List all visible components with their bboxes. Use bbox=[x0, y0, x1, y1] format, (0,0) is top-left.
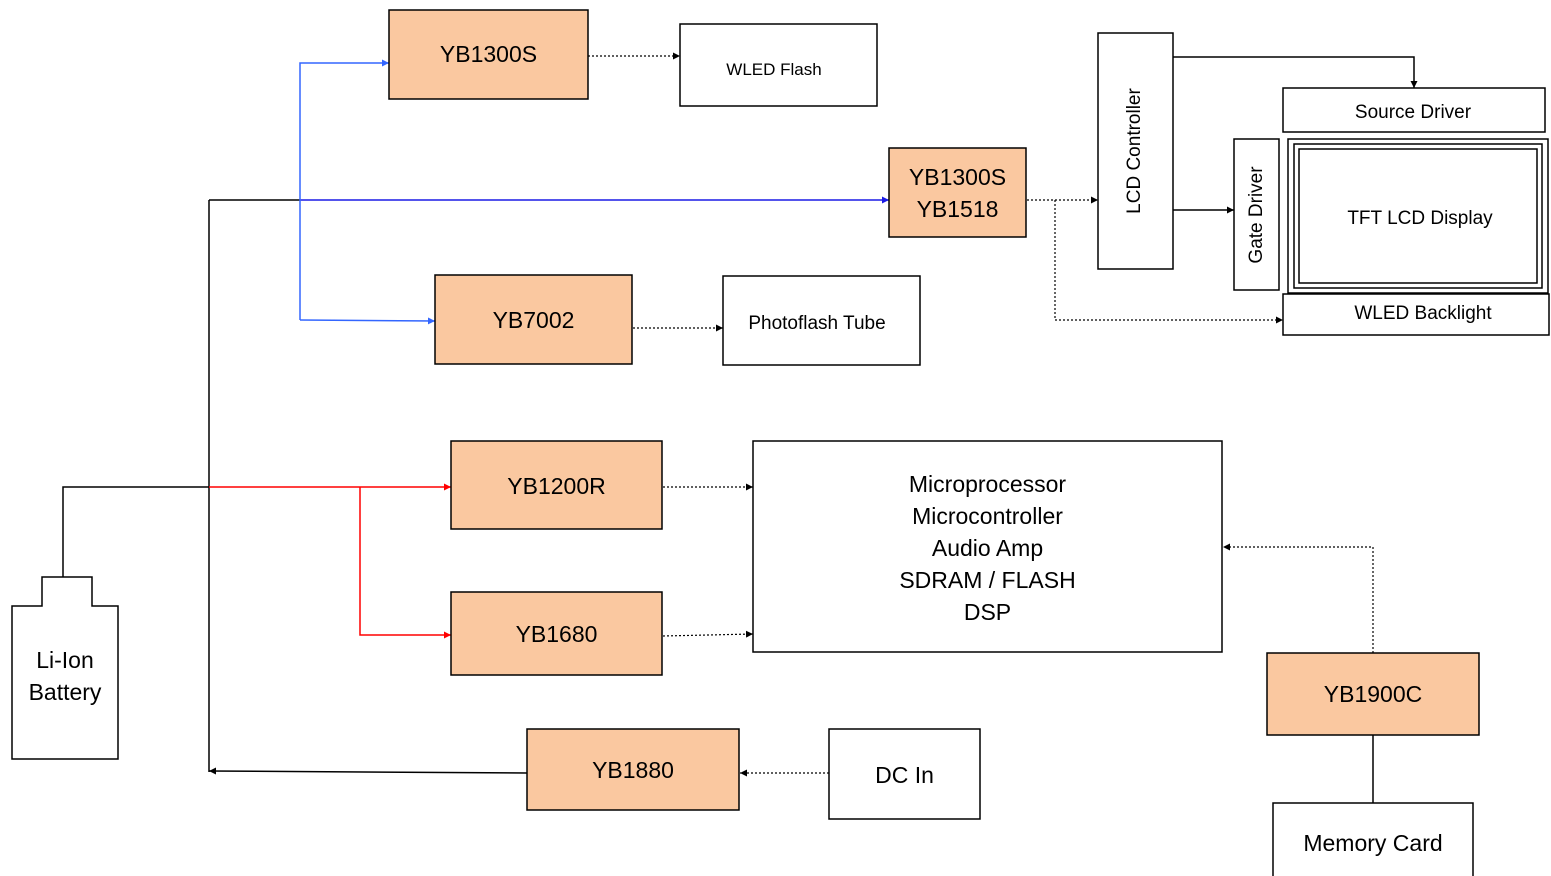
photoflash-label: Photoflash Tube bbox=[748, 313, 885, 334]
yb1900c-to-processor-arrow bbox=[1223, 543, 1374, 653]
dc-in-box bbox=[828, 728, 981, 820]
source-driver: Source Driver bbox=[1282, 87, 1546, 133]
tft-inner-frame bbox=[1298, 148, 1538, 284]
yb7002: YB7002 bbox=[434, 274, 633, 365]
memory-card-label: Memory Card bbox=[1303, 830, 1442, 856]
yb1680-box bbox=[450, 591, 663, 676]
wled-backlight: WLED Backlight bbox=[1282, 293, 1550, 336]
battery-label-line2: Battery bbox=[29, 679, 102, 705]
source-driver-box bbox=[1282, 87, 1546, 133]
lcd-controller-label: LCD Controller bbox=[1124, 88, 1145, 214]
yb1300s-top-label: YB1300S bbox=[440, 41, 537, 67]
processor-line-3: Audio Amp bbox=[932, 535, 1043, 561]
dc-in-label: DC In bbox=[875, 762, 934, 788]
wled-flash-box bbox=[679, 23, 878, 107]
yb1518-label-line1: YB1300S bbox=[909, 164, 1006, 190]
memory-card-box bbox=[1272, 802, 1474, 876]
branch-to-yb1300s-arrow bbox=[299, 59, 389, 320]
tft-lcd-display: TFT LCD Display bbox=[1287, 138, 1549, 294]
wled-backlight-box bbox=[1282, 293, 1550, 336]
wled-backlight-label: WLED Backlight bbox=[1354, 303, 1492, 324]
yb1900c-label: YB1900C bbox=[1324, 681, 1422, 707]
li-ion-battery: Li-Ion Battery bbox=[11, 576, 119, 760]
yb1200r-box bbox=[450, 440, 663, 530]
battery-lead bbox=[62, 486, 209, 577]
yb1200r-label: YB1200R bbox=[507, 473, 605, 499]
yb1900c-box bbox=[1266, 652, 1480, 736]
yb7002-label: YB7002 bbox=[493, 307, 575, 333]
lcd-to-source-driver-arrow bbox=[1173, 56, 1418, 88]
gate-driver: Gate Driver bbox=[1233, 138, 1280, 291]
battery-label-line1: Li-Ion bbox=[36, 647, 94, 673]
charger-to-rail-arrow bbox=[208, 767, 528, 775]
processor-box bbox=[752, 440, 1223, 653]
yb1900c: YB1900C bbox=[1266, 652, 1480, 736]
tft-display-label: TFT LCD Display bbox=[1347, 208, 1493, 229]
lcd-controller-box bbox=[1097, 32, 1174, 270]
yb1880: YB1880 bbox=[526, 728, 740, 811]
processor-line-4: SDRAM / FLASH bbox=[899, 567, 1075, 593]
yb1680-to-processor-arrow bbox=[662, 630, 754, 638]
photoflash-box bbox=[722, 275, 921, 366]
wled-flash-label: WLED Flash bbox=[726, 60, 821, 79]
yb1300s-yb1518: YB1300S YB1518 bbox=[888, 147, 1027, 238]
connectors bbox=[62, 52, 1418, 803]
gate-driver-box bbox=[1233, 138, 1280, 291]
yb1518-label-line2: YB1518 bbox=[917, 196, 999, 222]
wled-flash: WLED Flash bbox=[679, 23, 878, 107]
bus-to-yb1680-arrow bbox=[359, 487, 451, 639]
gate-driver-label: Gate Driver bbox=[1246, 166, 1267, 264]
dc-in: DC In bbox=[828, 728, 981, 820]
yb1200r: YB1200R bbox=[450, 440, 663, 530]
processor-line-2: Microcontroller bbox=[912, 503, 1063, 529]
photoflash-tube: Photoflash Tube bbox=[722, 275, 921, 366]
processor-line-1: Microprocessor bbox=[909, 471, 1067, 497]
yb1518-to-backlight-arrow bbox=[1054, 200, 1283, 324]
yb1880-label: YB1880 bbox=[592, 757, 674, 783]
yb1880-box bbox=[526, 728, 740, 811]
processor-block: Microprocessor Microcontroller Audio Amp… bbox=[752, 440, 1223, 653]
processor-line-5: DSP bbox=[964, 599, 1011, 625]
branch-to-yb7002-arrow bbox=[299, 317, 436, 325]
yb1300s-flash-driver: YB1300S bbox=[388, 9, 589, 100]
yb7002-box bbox=[434, 274, 633, 365]
source-driver-label: Source Driver bbox=[1355, 102, 1472, 123]
battery-outline bbox=[11, 576, 119, 760]
memory-card: Memory Card bbox=[1272, 802, 1474, 876]
lcd-controller: LCD Controller bbox=[1097, 32, 1174, 270]
yb1680-label: YB1680 bbox=[516, 621, 598, 647]
yb1680: YB1680 bbox=[450, 591, 663, 676]
yb1518-box bbox=[888, 147, 1027, 238]
yb1300s-top-box bbox=[388, 9, 589, 100]
